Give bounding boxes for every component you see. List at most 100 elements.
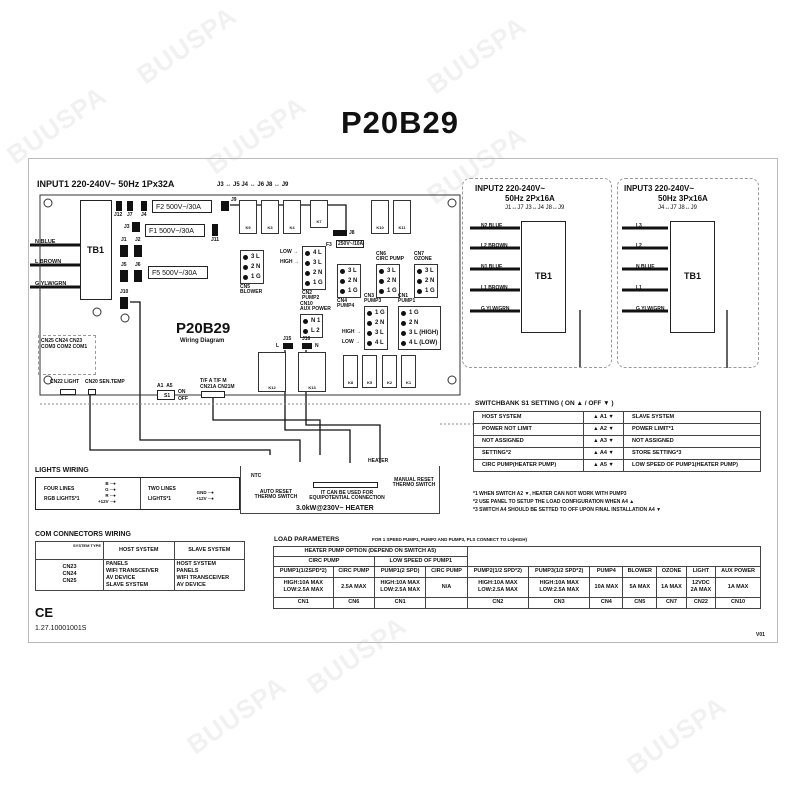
connector-pin: 2 N xyxy=(401,318,438,328)
lights-title: LIGHTS WIRING xyxy=(35,467,89,474)
speed-arrow-label: HIGH → xyxy=(342,329,361,335)
switchbank-row: POWER NOT LIMIT▲ A2 ▼POWER LIMIT*1 xyxy=(473,423,761,436)
load-note: FOR 1 SPEED PUMP1, PUMP2 AND PUMP3, PLS … xyxy=(372,537,528,542)
load-cell: N/A xyxy=(425,576,468,598)
connector-pin: 1 G xyxy=(401,308,438,318)
pin-dot-icon xyxy=(417,268,422,274)
s1-a-labels: A1 A5 xyxy=(157,383,173,389)
jumper-j1 xyxy=(120,245,128,257)
fuse-f3: 250V~/10A xyxy=(336,240,364,248)
pin-dot-icon xyxy=(367,330,372,336)
connector-pin: 3 L xyxy=(379,266,397,276)
lights-wiring-box: FOUR LINES RGB LIGHTS*1 B ─● G ─● R ─● +… xyxy=(35,477,240,510)
jumper-j8-label: J8 xyxy=(349,230,355,236)
pin-dot-icon xyxy=(379,278,384,284)
jumper-j10 xyxy=(120,297,128,309)
com-connectors-group: CN25 CN24 CN23 COM3 COM2 COM1 xyxy=(38,335,96,375)
load-cell: LIGHT xyxy=(685,565,717,578)
diagram-frame xyxy=(28,158,778,643)
pin-dot-icon xyxy=(379,288,384,294)
switchbank-notes: *1 WHEN SWITCH A2 ▼, HEATER CAN NOT WORK… xyxy=(473,491,662,513)
relay-k10: K10 xyxy=(371,200,389,234)
jumper-j2 xyxy=(134,245,142,257)
part-code: 1.27.10001001S xyxy=(35,625,87,632)
load-cell: CN6 xyxy=(332,596,375,609)
jumper-j12-label: J12 xyxy=(114,212,123,218)
four-line-pins: B ─● G ─● R ─● +12V ─● xyxy=(98,481,116,504)
wire-label-l: L BROWN xyxy=(35,259,62,265)
pin-dot-icon xyxy=(340,268,345,274)
page-title: P20B29 xyxy=(340,105,460,140)
connector-pin: 2 N xyxy=(367,318,385,328)
load-cell: CN4 xyxy=(589,596,624,609)
load-cell xyxy=(425,596,468,609)
s1-dip-switch[interactable]: S1 xyxy=(157,390,175,400)
jumper-j11-label: J11 xyxy=(211,237,220,243)
heater-element: NTC AUTO RESET THERMO SWITCH MANUAL RESE… xyxy=(240,466,440,514)
relay-k2: K2 xyxy=(382,355,397,388)
s1-on: ON xyxy=(178,389,186,395)
speed-arrow-label: LOW → xyxy=(342,339,361,345)
switchbank-row: NOT ASSIGNED▲ A3 ▼NOT ASSIGNED xyxy=(473,435,761,448)
pin-dot-icon xyxy=(305,260,310,266)
connector-pin: 1 G xyxy=(417,286,435,296)
jumper-j9 xyxy=(221,201,229,211)
connector-pin: N 1 xyxy=(303,316,320,326)
connector-pin: 3 L xyxy=(340,266,358,276)
input1-label: INPUT1 220-240V~ 50Hz 1Px32A xyxy=(37,179,175,189)
connector-pin: 2 N xyxy=(305,268,323,278)
load-cell: CIRC PUMP xyxy=(332,565,375,578)
pin-dot-icon xyxy=(243,254,248,260)
connector-pin: 2 N xyxy=(243,262,261,272)
switchbank-row: CIRC PUMP(HEATER PUMP)▲ A5 ▼LOW SPEED OF… xyxy=(473,459,761,472)
load-cell: CN1 xyxy=(373,596,427,609)
relay-k11: K11 xyxy=(393,200,411,234)
pin-dot-icon xyxy=(401,340,406,346)
pin-dot-icon xyxy=(340,278,345,284)
load-cell: CN1 xyxy=(273,596,334,609)
load-cell: CN22 xyxy=(685,596,717,609)
load-cell: PUMP4 xyxy=(589,565,624,578)
connector-pin: 3 L (HIGH) xyxy=(401,328,438,338)
load-cell: CIRC PUMP xyxy=(425,565,468,578)
heater-terminal-label: HEATER xyxy=(368,458,389,464)
load-cell: PUMP3(1/2 SPD*2) xyxy=(528,565,591,578)
connector-pin: 1 G xyxy=(379,286,397,296)
load-cell: BLOWER xyxy=(622,565,658,578)
fuse-f5: F5 500V~/30A xyxy=(148,266,208,279)
connector-pin: L 2 xyxy=(303,326,320,336)
cn21-label2: CN21A CN21M xyxy=(200,384,235,390)
input1-jumpers: J3 ↔ J5 J4 ↔ J6 J8 ↔ J9 xyxy=(217,182,289,188)
input2-panel: INPUT2 220-240V~ 50Hz 2Px16A J1↔J7 J3↔J4… xyxy=(462,178,612,368)
load-cell: CN2 xyxy=(466,596,530,609)
jumper-j4-label: J4 xyxy=(141,212,147,218)
cn22-label: CN22 LIGHT xyxy=(50,379,80,385)
jumper-j6 xyxy=(134,270,142,282)
jumper-j15 xyxy=(283,343,293,349)
connector-pin: 4 L xyxy=(367,338,385,348)
pin-dot-icon xyxy=(417,288,422,294)
load-table: HEATER PUMP OPTION (DEPEND ON SWITCH A5)… xyxy=(273,546,762,609)
jumper-j12 xyxy=(116,201,122,211)
switchbank-row: SETTING*2▲ A4 ▼STORE SETTING*3 xyxy=(473,447,761,460)
pin-dot-icon xyxy=(367,320,372,326)
cn20-connector xyxy=(88,389,96,395)
switchbank-row: HOST SYSTEM▲ A1 ▼SLAVE SYSTEM xyxy=(473,411,761,424)
relay-k9: K9 xyxy=(239,200,257,234)
board-subtitle: Wiring Diagram xyxy=(180,338,225,344)
load-cell: PUMP1(2 SPD) xyxy=(373,565,427,578)
connector-pin: 2 N xyxy=(379,276,397,286)
pin-dot-icon xyxy=(340,288,345,294)
